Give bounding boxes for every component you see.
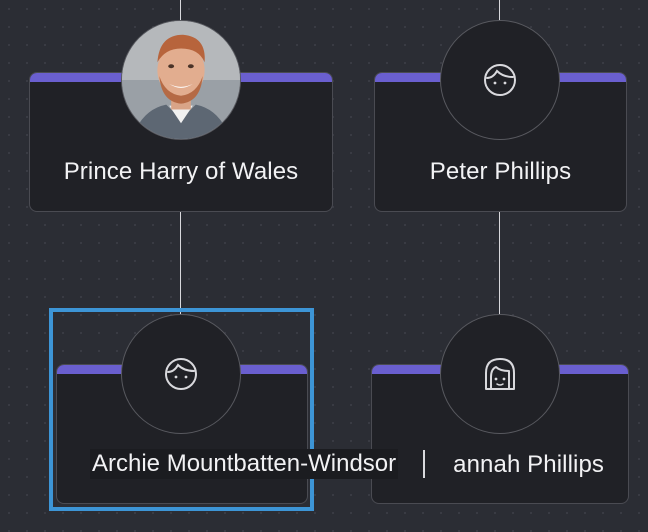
boy-face-icon	[165, 358, 197, 390]
connector-peter-hannah	[499, 210, 500, 316]
connector-harry-up	[180, 0, 181, 24]
text-caret	[423, 450, 425, 478]
girl-face-icon	[485, 358, 515, 390]
connector-harry-archie	[180, 210, 181, 316]
connector-peter-up	[499, 0, 500, 24]
person-name: Peter Phillips	[429, 158, 572, 185]
portrait-photo	[122, 21, 240, 139]
person-avatar[interactable]	[440, 314, 560, 434]
selection-outline[interactable]	[49, 308, 314, 511]
boy-face-icon	[484, 64, 516, 96]
person-photo[interactable]	[121, 20, 241, 140]
person-name: annah Phillips	[453, 451, 604, 478]
person-avatar[interactable]	[121, 314, 241, 434]
person-avatar[interactable]	[440, 20, 560, 140]
person-name: Prince Harry of Wales	[63, 158, 299, 185]
name-edit-field[interactable]: Archie Mountbatten-Windsor	[90, 449, 399, 479]
